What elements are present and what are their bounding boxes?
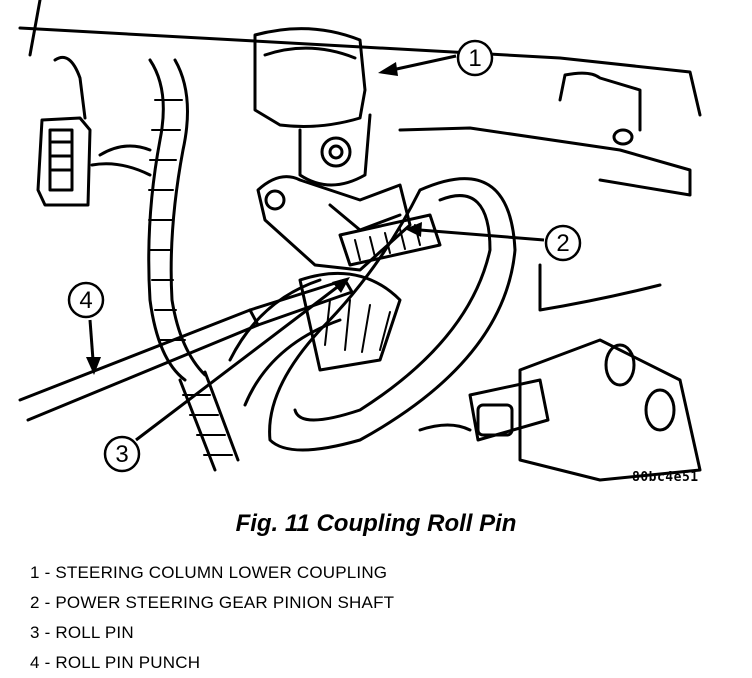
legend-item: 3 - ROLL PIN xyxy=(30,623,134,642)
callout-3: 3 xyxy=(103,277,350,473)
svg-text:4: 4 xyxy=(79,287,92,314)
image-code: 80bc4e51 xyxy=(632,470,699,485)
legend-item: 1 - STEERING COLUMN LOWER COUPLING xyxy=(30,563,388,582)
coupling-illustration: 1 2 3 4 xyxy=(18,0,702,482)
steering-column-coupling xyxy=(253,27,367,128)
callout-4: 4 xyxy=(67,281,105,375)
legend-item: 4 - ROLL PIN PUNCH xyxy=(30,653,201,672)
legend-item: 2 - POWER STEERING GEAR PINION SHAFT xyxy=(30,593,395,612)
body-panel xyxy=(18,26,702,117)
callout-2: 2 xyxy=(405,222,582,262)
wire-connector xyxy=(36,116,92,207)
legend-list: 1 - STEERING COLUMN LOWER COUPLING 2 - P… xyxy=(30,558,394,678)
frame-bracket xyxy=(398,126,692,197)
svg-text:3: 3 xyxy=(115,441,128,468)
svg-text:1: 1 xyxy=(468,45,481,72)
svg-text:2: 2 xyxy=(556,230,569,257)
pinion-shaft xyxy=(338,213,442,267)
valve-body xyxy=(518,338,702,482)
figure-caption: Fig. 11 Coupling Roll Pin xyxy=(235,510,517,537)
roll-pin-punch xyxy=(18,278,354,422)
callout-1: 1 xyxy=(378,39,494,77)
gear-housing xyxy=(268,177,517,452)
